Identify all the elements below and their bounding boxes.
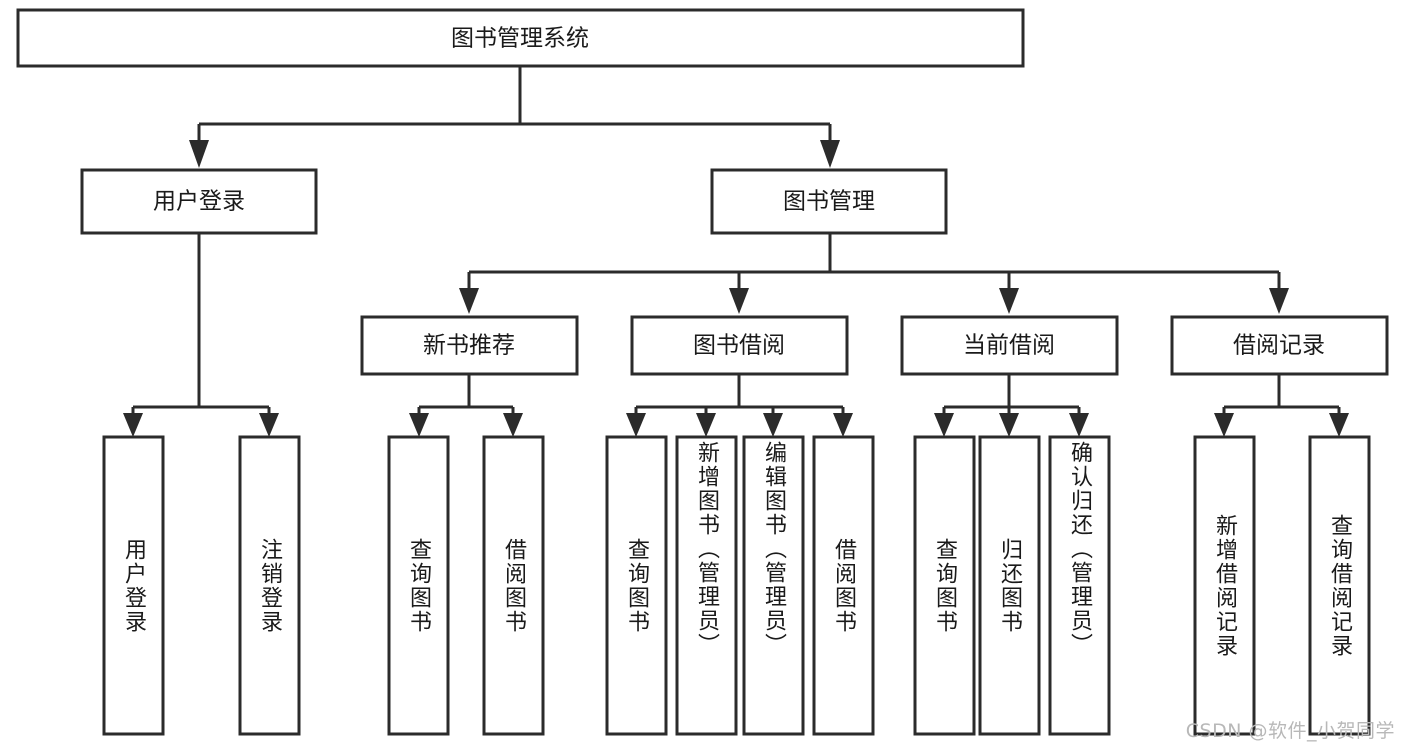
- node-borrow-record[interactable]: 借阅记录: [1170, 315, 1389, 376]
- leaf-box-borrow-book-1[interactable]: [675, 435, 738, 736]
- node-user-login[interactable]: 用户登录: [80, 168, 318, 235]
- node-borrow-record-label: 借阅记录: [1233, 333, 1325, 359]
- node-user-login-box: [80, 168, 318, 235]
- node-current-borrow[interactable]: 当前借阅: [900, 315, 1119, 376]
- leaf-box-borrow-book-3[interactable]: [812, 435, 875, 736]
- node-book-borrow-label: 图书借阅: [693, 333, 785, 359]
- arrow-head-bm-1: [459, 288, 479, 314]
- node-new-book-recommend-label: 新书推荐: [423, 333, 515, 359]
- node-new-book-recommend[interactable]: 新书推荐: [360, 315, 579, 376]
- arrow-head-br-1: [1214, 413, 1234, 437]
- leaf-box-current-borrow-0[interactable]: [913, 435, 976, 736]
- arrow-head-br-2: [1329, 413, 1349, 437]
- arrow-head-bb-4: [833, 413, 853, 437]
- leaf-box-borrow-record-0[interactable]: [1193, 435, 1256, 736]
- node-root-system[interactable]: 图书管理系统: [16, 8, 1025, 68]
- node-book-management-box: [710, 168, 948, 235]
- arrow-head-nb-1: [409, 413, 429, 437]
- arrow-head-bb-2: [696, 413, 716, 437]
- arrow-head-bm-4: [1269, 288, 1289, 314]
- leaf-box-new-book-0[interactable]: [387, 435, 450, 736]
- csdn-watermark: CSDN @软件_小贺同学: [1185, 720, 1395, 742]
- arrow-head-nb-2: [503, 413, 523, 437]
- node-book-borrow[interactable]: 图书借阅: [630, 315, 849, 376]
- arrow-head-cb-2: [999, 413, 1019, 437]
- node-current-borrow-label: 当前借阅: [963, 333, 1055, 359]
- arrow-head-ul-1: [123, 413, 143, 437]
- arrow-head-bm-3: [999, 288, 1019, 314]
- arrow-head-cb-1: [934, 413, 954, 437]
- arrow-head-root-2: [820, 140, 840, 168]
- arrow-head-ul-2: [259, 413, 279, 437]
- connector-group-borrow-record: [1214, 374, 1349, 437]
- leaf-box-user-login-1[interactable]: [238, 435, 301, 736]
- connector-group-book-management: [459, 233, 1289, 314]
- leaf-box-new-book-1[interactable]: [482, 435, 545, 736]
- connector-group-borrow-book: [626, 374, 853, 437]
- node-borrow-record-box: [1170, 315, 1389, 376]
- node-book-management[interactable]: 图书管理: [710, 168, 948, 235]
- node-user-login-label: 用户登录: [153, 189, 245, 215]
- leaf-box-borrow-record-1[interactable]: [1308, 435, 1371, 736]
- node-new-book-recommend-box: [360, 315, 579, 376]
- leaf-box-user-login-0[interactable]: [102, 435, 165, 736]
- arrow-head-cb-3: [1069, 413, 1089, 437]
- node-current-borrow-box: [900, 315, 1119, 376]
- node-book-borrow-box: [630, 315, 849, 376]
- leaf-box-current-borrow-2[interactable]: [1048, 435, 1111, 736]
- leaf-box-group: [102, 435, 1371, 736]
- node-root-system-label: 图书管理系统: [451, 26, 589, 52]
- arrow-head-root-1: [189, 140, 209, 168]
- arrow-head-bb-3: [763, 413, 783, 437]
- arrow-head-bm-2: [729, 288, 749, 314]
- connector-group-new-book: [409, 374, 523, 437]
- connector-group-user-login: [123, 233, 279, 437]
- leaf-box-borrow-book-2[interactable]: [742, 435, 805, 736]
- node-book-management-label: 图书管理: [783, 189, 875, 215]
- connector-group-root: [189, 66, 840, 168]
- leaf-box-current-borrow-1[interactable]: [978, 435, 1041, 736]
- node-root-system-box: [16, 8, 1025, 68]
- leaf-box-borrow-book-0[interactable]: [605, 435, 668, 736]
- connector-group-current-borrow: [934, 374, 1089, 437]
- arrow-head-bb-1: [626, 413, 646, 437]
